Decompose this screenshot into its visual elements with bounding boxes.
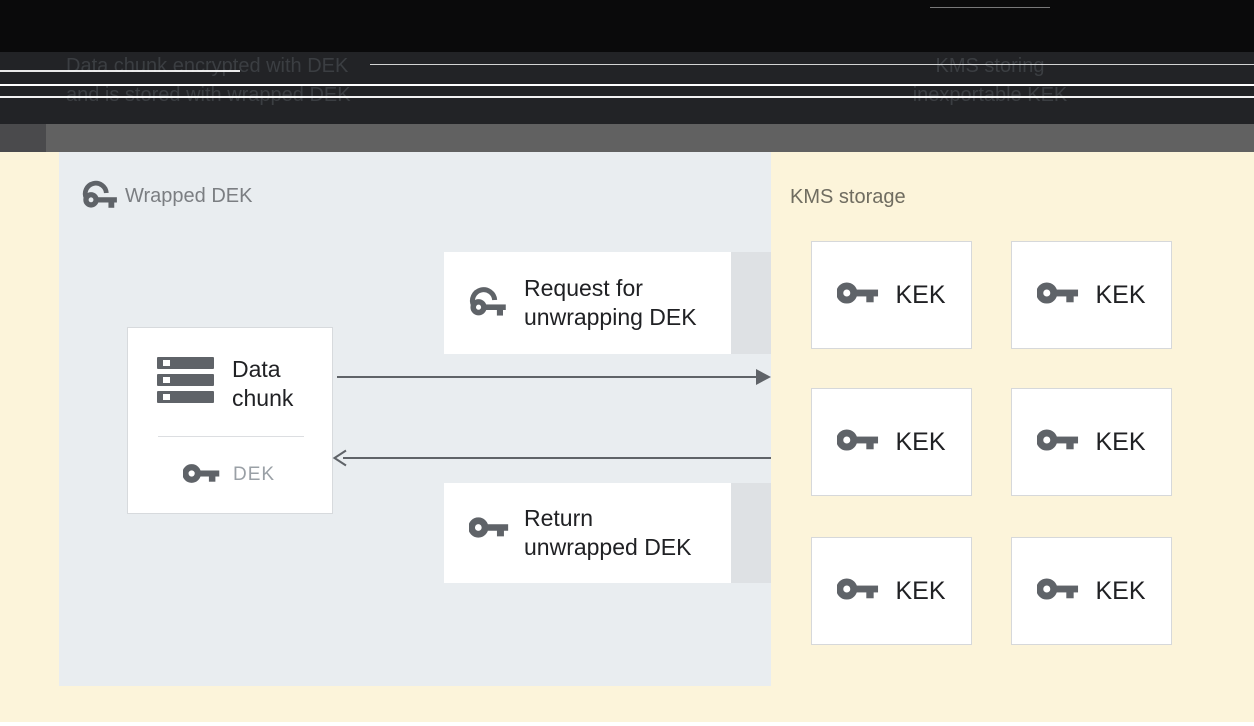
artifact-line bbox=[0, 96, 1254, 98]
key-icon bbox=[836, 426, 880, 459]
header-caption-right-line1: KMS storing bbox=[935, 55, 1045, 77]
kek-label: KEK bbox=[895, 576, 946, 605]
request-arrow-line bbox=[337, 376, 757, 378]
kek-label: KEK bbox=[895, 280, 946, 309]
kek-label: KEK bbox=[1095, 280, 1146, 309]
key-icon bbox=[1036, 575, 1080, 608]
key-icon bbox=[836, 575, 880, 608]
key-icon bbox=[1036, 426, 1080, 459]
return-box-strip bbox=[731, 483, 771, 583]
key-icon bbox=[182, 461, 221, 491]
data-chunk-title: Data chunk bbox=[232, 356, 294, 411]
key-icon bbox=[1036, 279, 1080, 312]
artifact-line bbox=[930, 7, 1050, 8]
artifact-line bbox=[370, 64, 1254, 65]
kek-label: KEK bbox=[1095, 427, 1146, 456]
request-arrow-head-icon bbox=[756, 369, 771, 385]
return-arrow-head-icon bbox=[330, 447, 352, 474]
header-caption-right-line2: inexportable KEK bbox=[912, 84, 1068, 106]
request-unwrapping-dek-box: Request for unwrapping DEK bbox=[444, 252, 731, 354]
key-icon bbox=[836, 279, 880, 312]
wrapped-key-icon bbox=[468, 282, 508, 323]
data-chunk-icon bbox=[157, 357, 214, 408]
header-caption-left: Data chunk encrypted with DEK and is sto… bbox=[66, 52, 351, 110]
header-caption-left-line1: Data chunk encrypted with DEK bbox=[66, 55, 349, 77]
kek-box: KEK bbox=[811, 537, 972, 645]
header-caption-right: KMS storing inexportable KEK bbox=[850, 52, 1130, 110]
data-chunk-box: Data chunk DEK bbox=[127, 327, 333, 514]
kek-box: KEK bbox=[1011, 537, 1172, 645]
request-box-strip bbox=[731, 252, 771, 354]
gray-band-left-block bbox=[0, 124, 46, 152]
artifact-line bbox=[0, 84, 1254, 86]
request-box-text: Request for unwrapping DEK bbox=[524, 275, 697, 330]
kms-storage-label: KMS storage bbox=[790, 186, 906, 208]
kek-box: KEK bbox=[811, 388, 972, 496]
return-unwrapped-dek-box: Return unwrapped DEK bbox=[444, 483, 731, 583]
header-caption-left-line2: and is stored with wrapped DEK bbox=[66, 84, 351, 106]
return-arrow-line bbox=[343, 457, 771, 459]
return-box-text: Return unwrapped DEK bbox=[524, 505, 692, 560]
kek-box: KEK bbox=[1011, 388, 1172, 496]
kek-label: KEK bbox=[895, 427, 946, 456]
wrapped-key-icon bbox=[81, 176, 119, 215]
dek-label: DEK bbox=[233, 464, 276, 485]
gray-band bbox=[46, 124, 1254, 152]
divider bbox=[158, 436, 304, 437]
wrapped-dek-panel: Wrapped DEK Data chunk bbox=[59, 152, 771, 686]
kek-box: KEK bbox=[811, 241, 972, 349]
key-icon bbox=[468, 514, 510, 546]
kek-box: KEK bbox=[1011, 241, 1172, 349]
header-background-upper bbox=[0, 0, 1254, 52]
artifact-line bbox=[0, 70, 240, 72]
kek-label: KEK bbox=[1095, 576, 1146, 605]
wrapped-dek-label: Wrapped DEK bbox=[125, 185, 253, 207]
